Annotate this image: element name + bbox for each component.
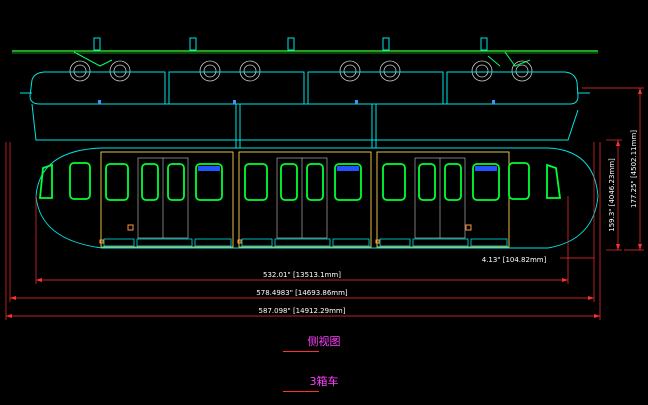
dim-car-height: 159.3" [4046.23mm] — [608, 158, 616, 232]
cars-caption: 3箱车 — [309, 375, 339, 388]
dimension-lines — [5, 87, 644, 320]
sensor-markers — [98, 100, 495, 104]
dim-middle-length: 578.4983" [14693.86mm] — [256, 289, 348, 297]
dimension-arrows — [6, 88, 642, 318]
dim-outer-length: 587.098" [14912.29mm] — [259, 307, 346, 315]
view-caption: 侧视图 — [307, 335, 341, 348]
underframe — [103, 238, 508, 247]
dim-gap: 4.13" [104.82mm] — [482, 256, 547, 264]
door-markers — [99, 224, 472, 244]
rail-hangers — [93, 37, 488, 51]
car-skirt — [31, 103, 579, 148]
window-tints — [198, 166, 497, 171]
car-doors — [137, 157, 466, 239]
view-caption-underline — [283, 351, 319, 352]
car-windows — [39, 162, 562, 201]
dim-inner-length: 532.01" [13513.1mm] — [263, 271, 341, 279]
bogie-wheels — [69, 60, 533, 82]
car-body — [35, 147, 599, 249]
bogie-frames — [20, 71, 590, 105]
rail-track — [12, 50, 598, 54]
cars-caption-underline — [283, 391, 319, 392]
bogie-links — [73, 51, 531, 67]
dim-total-height: 177.25" [4502.11mm] — [630, 130, 638, 208]
